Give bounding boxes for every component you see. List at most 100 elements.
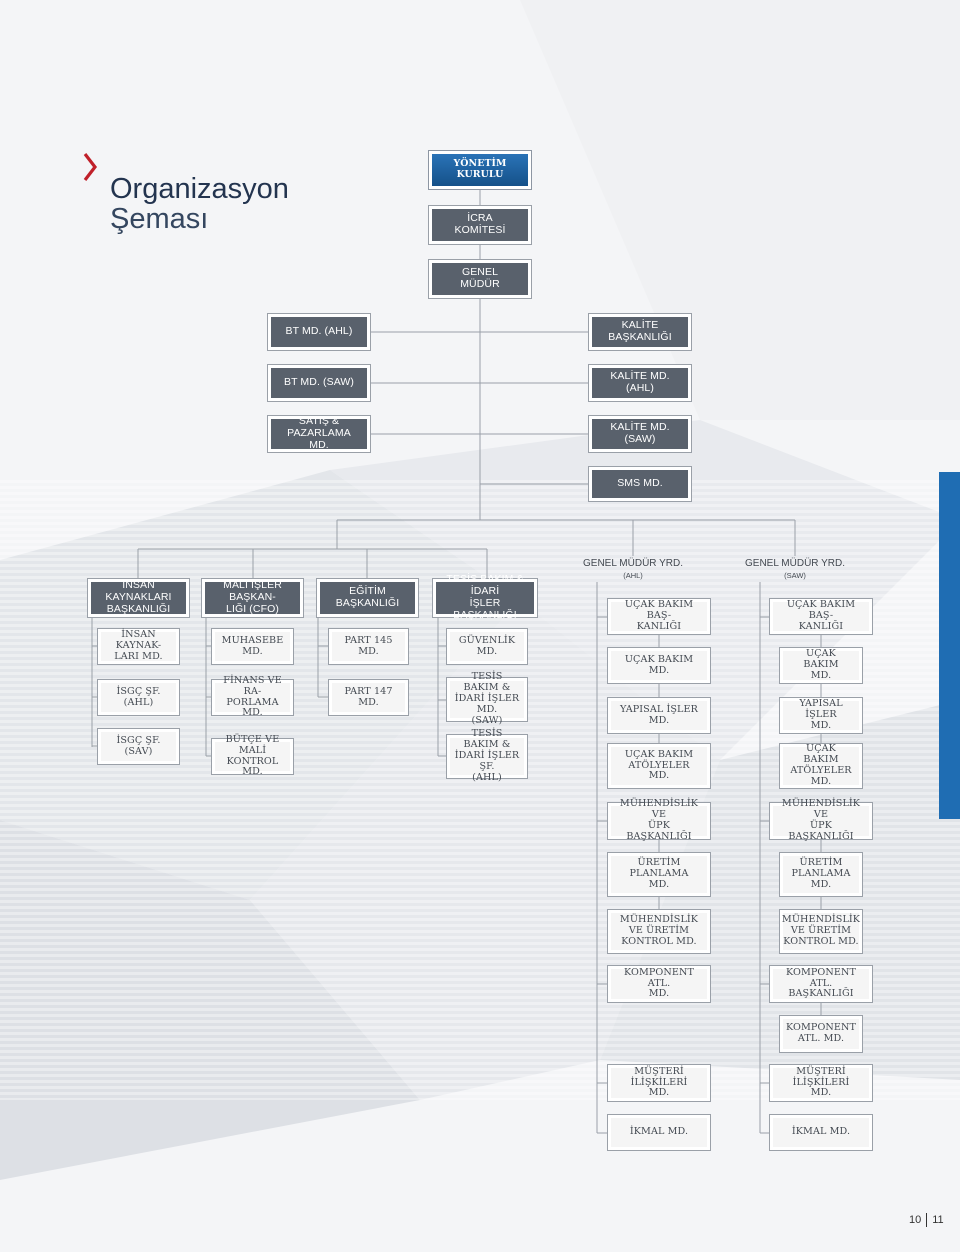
sales-marketing-box: SATIŞ & PAZARLAMA MD.	[267, 415, 371, 453]
gmy-ahl-heading: GENEL MÜDÜR YRD. (AHL)	[583, 556, 683, 582]
gmy-ahl-sub: (AHL)	[623, 570, 643, 580]
quality-ahl-label: KALİTE MD. (AHL)	[592, 368, 688, 398]
quality-saw-box: KALİTE MD. (SAW)	[588, 415, 692, 453]
page-number-left: 10	[909, 1214, 922, 1226]
ahl-unit-6: ÜRETİM PLANLAMA MD.	[607, 852, 711, 897]
exec-committee-box: İCRA KOMİTESİ	[428, 205, 532, 245]
gmy-saw-heading: GENEL MÜDÜR YRD. (SAW)	[745, 556, 845, 582]
ahl-unit-10: İKMAL MD.	[607, 1114, 711, 1151]
finance-unit-1: MUHASEBE MD.	[211, 628, 294, 665]
saw-unit-4-label: UÇAK BAKIM ATÖLYELER MD.	[783, 743, 859, 787]
hr-unit-1-label: İNSAN KAYNAK- LARI MD.	[101, 629, 176, 662]
ahl-unit-7: MÜHENDİSLİK VE ÜRETİM KONTROL MD.	[607, 909, 711, 954]
saw-unit-10-label: MÜŞTERİ İLİŞKİLERİ MD.	[773, 1066, 869, 1098]
finance-unit-3: BÜTÇE VE MALİ KONTROL MD.	[211, 734, 294, 777]
hr-dept-label: İNSAN KAYNAKLARI BAŞKANLIĞI	[91, 579, 186, 615]
gmy-saw-sub: (SAW)	[784, 570, 806, 580]
saw-unit-11: İKMAL MD.	[769, 1114, 873, 1151]
ahl-unit-2: UÇAK BAKIM MD.	[607, 647, 711, 684]
board-box: YÖNETİM KURULU	[428, 150, 532, 190]
ahl-unit-2-label: UÇAK BAKIM MD.	[611, 651, 707, 680]
sms-box: SMS MD.	[588, 466, 692, 502]
saw-unit-3-label: YAPISAL İŞLER MD.	[783, 698, 859, 731]
training-unit-1: PART 145 MD.	[328, 628, 409, 665]
facility-dept-box: TESİS BAKIM & İDARİ İŞLER BAŞKANLIĞI	[432, 573, 538, 621]
finance-dept-box: MALİ İŞLER BAŞKAN- LIĞI (CFO)	[201, 578, 304, 618]
gmy-saw-title: GENEL MÜDÜR YRD.	[745, 557, 846, 569]
ahl-unit-5-label: MÜHENDİSLİK VE ÜPK BAŞKANLIĞI	[611, 798, 707, 842]
ahl-unit-8: KOMPONENT ATL. MD.	[607, 965, 711, 1003]
ahl-unit-5: MÜHENDİSLİK VE ÜPK BAŞKANLIĞI	[607, 798, 711, 842]
page-title: Organizasyon Şeması	[110, 174, 289, 235]
quality-ahl-box: KALİTE MD. (AHL)	[588, 364, 692, 402]
facility-dept-label: TESİS BAKIM & İDARİ İŞLER BAŞKANLIĞI	[436, 573, 534, 621]
ahl-unit-9: MÜŞTERİ İLİŞKİLERİ MD.	[607, 1064, 711, 1102]
quality-dept-label: KALİTE BAŞKANLIĞI	[592, 317, 688, 347]
title-line-2: Şeması	[110, 203, 209, 236]
ahl-unit-4: UÇAK BAKIM ATÖLYELER MD.	[607, 743, 711, 789]
saw-unit-1: UÇAK BAKIM BAŞ- KANLIĞI	[769, 598, 873, 635]
saw-unit-7: MÜHENDİSLİK VE ÜRETİM KONTROL MD.	[779, 909, 863, 954]
ahl-unit-4-label: UÇAK BAKIM ATÖLYELER MD.	[611, 747, 707, 785]
ahl-unit-6-label: ÜRETİM PLANLAMA MD.	[611, 856, 707, 893]
facility-unit-2-label: TESİS BAKIM & İDARİ İŞLER MD. (SAW)	[450, 672, 524, 726]
board-label: YÖNETİM KURULU	[432, 154, 528, 186]
saw-unit-1-label: UÇAK BAKIM BAŞ- KANLIĞI	[773, 599, 869, 632]
ahl-unit-7-label: MÜHENDİSLİK VE ÜRETİM KONTROL MD.	[611, 913, 707, 950]
title-line-1: Organizasyon	[110, 173, 289, 205]
hr-unit-2-label: İSGÇ ŞF. (AHL)	[101, 683, 176, 712]
exec-committee-label: İCRA KOMİTESİ	[432, 209, 528, 241]
hr-unit-3-label: İSGÇ ŞF. (SAV)	[101, 732, 176, 761]
finance-unit-3-label: BÜTÇE VE MALİ KONTROL MD.	[215, 734, 290, 777]
saw-unit-8: KOMPONENT ATL. BAŞKANLIĞI	[769, 965, 873, 1003]
accent-sidebar	[939, 472, 960, 819]
general-manager-box: GENEL MÜDÜR	[428, 259, 532, 299]
quality-dept-box: KALİTE BAŞKANLIĞI	[588, 313, 692, 351]
ahl-unit-1-label: UÇAK BAKIM BAŞ- KANLIĞI	[611, 599, 707, 632]
sales-marketing-label: SATIŞ & PAZARLAMA MD.	[271, 415, 367, 451]
ahl-unit-8-label: KOMPONENT ATL. MD.	[611, 967, 707, 999]
training-dept-label: EĞİTİM BAŞKANLIĞI	[320, 582, 415, 614]
chevron-icon	[83, 153, 98, 181]
saw-unit-6: ÜRETİM PLANLAMA MD.	[779, 852, 863, 897]
training-unit-2-label: PART 147 MD.	[332, 683, 405, 712]
finance-unit-1-label: MUHASEBE MD.	[215, 632, 290, 661]
hr-unit-3: İSGÇ ŞF. (SAV)	[97, 728, 180, 765]
bt-saw-box: BT MD. (SAW)	[267, 364, 371, 402]
saw-unit-10: MÜŞTERİ İLİŞKİLERİ MD.	[769, 1064, 873, 1102]
page-number-right: 11	[932, 1214, 944, 1226]
saw-unit-9: KOMPONENT ATL. MD.	[779, 1015, 863, 1053]
saw-unit-7-label: MÜHENDİSLİK VE ÜRETİM KONTROL MD.	[782, 913, 860, 950]
saw-unit-8-label: KOMPONENT ATL. BAŞKANLIĞI	[773, 967, 869, 999]
saw-unit-4: UÇAK BAKIM ATÖLYELER MD.	[779, 743, 863, 789]
gmy-ahl-title: GENEL MÜDÜR YRD.	[583, 557, 684, 569]
finance-dept-label: MALİ İŞLER BAŞKAN- LIĞI (CFO)	[205, 579, 300, 615]
bt-ahl-label: BT MD. (AHL)	[271, 317, 367, 347]
ahl-unit-3-label: YAPISAL İŞLER MD.	[611, 701, 707, 730]
finance-unit-2: FİNANS VE RA- PORLAMA MD.	[211, 675, 294, 718]
saw-unit-5-label: MÜHENDİSLİK VE ÜPK BAŞKANLIĞI	[773, 798, 869, 842]
bt-saw-label: BT MD. (SAW)	[271, 368, 367, 398]
saw-unit-6-label: ÜRETİM PLANLAMA MD.	[783, 856, 859, 893]
facility-unit-1-label: GÜVENLİK MD.	[450, 632, 524, 661]
bt-ahl-box: BT MD. (AHL)	[267, 313, 371, 351]
facility-unit-3: TESİS BAKIM & İDARİ İŞLER ŞF. (AHL)	[446, 729, 528, 783]
ahl-unit-3: YAPISAL İŞLER MD.	[607, 697, 711, 734]
facility-unit-2: TESİS BAKIM & İDARİ İŞLER MD. (SAW)	[446, 672, 528, 726]
facility-unit-1: GÜVENLİK MD.	[446, 628, 528, 665]
finance-unit-2-label: FİNANS VE RA- PORLAMA MD.	[215, 675, 290, 718]
page-numbers: 10 11	[909, 1213, 944, 1227]
training-dept-box: EĞİTİM BAŞKANLIĞI	[316, 578, 419, 618]
saw-unit-2-label: UÇAK BAKIM MD.	[783, 648, 859, 681]
ahl-unit-10-label: İKMAL MD.	[611, 1118, 707, 1147]
hr-dept-box: İNSAN KAYNAKLARI BAŞKANLIĞI	[87, 578, 190, 618]
hr-unit-1: İNSAN KAYNAK- LARI MD.	[97, 628, 180, 665]
saw-unit-2: UÇAK BAKIM MD.	[779, 647, 863, 684]
hr-unit-2: İSGÇ ŞF. (AHL)	[97, 679, 180, 716]
saw-unit-9-label: KOMPONENT ATL. MD.	[783, 1019, 859, 1049]
training-unit-2: PART 147 MD.	[328, 679, 409, 716]
saw-unit-5: MÜHENDİSLİK VE ÜPK BAŞKANLIĞI	[769, 798, 873, 842]
page-number-divider	[926, 1213, 928, 1227]
ahl-unit-9-label: MÜŞTERİ İLİŞKİLERİ MD.	[611, 1066, 707, 1098]
